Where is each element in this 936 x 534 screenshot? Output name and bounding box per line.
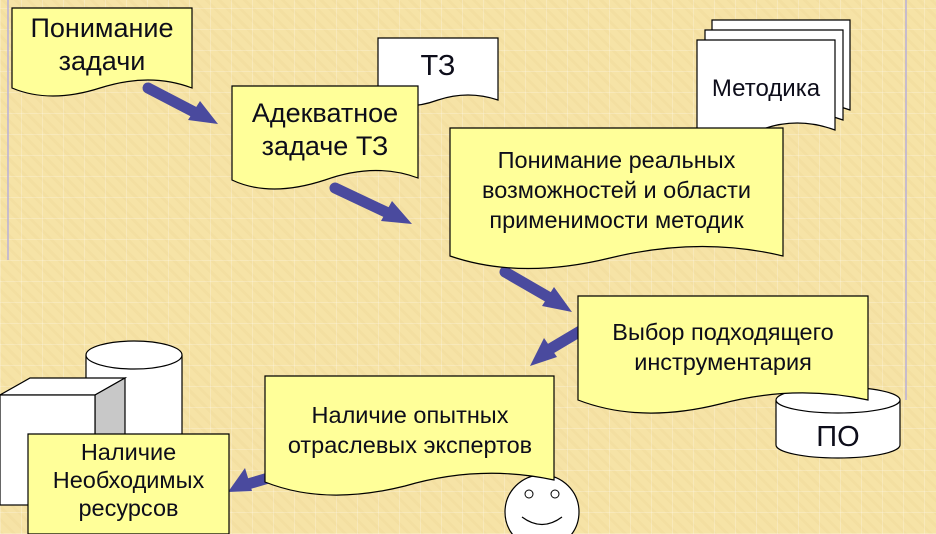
box-understanding [11,7,193,97]
arrow-spec-to-capabilities [329,182,412,224]
arrow-tools-to-experts [530,324,588,366]
label-resources: Наличие Необходимых ресурсов [52,439,205,522]
arrow-understanding-to-spec [142,82,218,124]
label-capabilities: Понимание реальных возможностей и област… [481,147,752,234]
box-adequate-spec [231,85,419,190]
label-spec-document: ТЗ [420,50,456,82]
arrow-capabilities-to-tools [499,266,572,312]
box-tool-choice [577,295,869,414]
label-understanding: Понимание задачи [30,13,174,76]
label-methodology-document: Методика [711,75,821,102]
label-experts: Наличие опытных отраслевых экспертов [287,402,533,459]
box-resources [27,433,230,534]
label-software: ПО [816,421,860,453]
label-adequate-spec: Адекватное задаче ТЗ [251,98,399,161]
label-tool-choice: Выбор подходящего инструментария [612,319,834,376]
box-experts [264,375,555,496]
methodology-document-stack [696,19,851,138]
box-capabilities [449,127,784,270]
smiley-face-icon [504,474,580,534]
